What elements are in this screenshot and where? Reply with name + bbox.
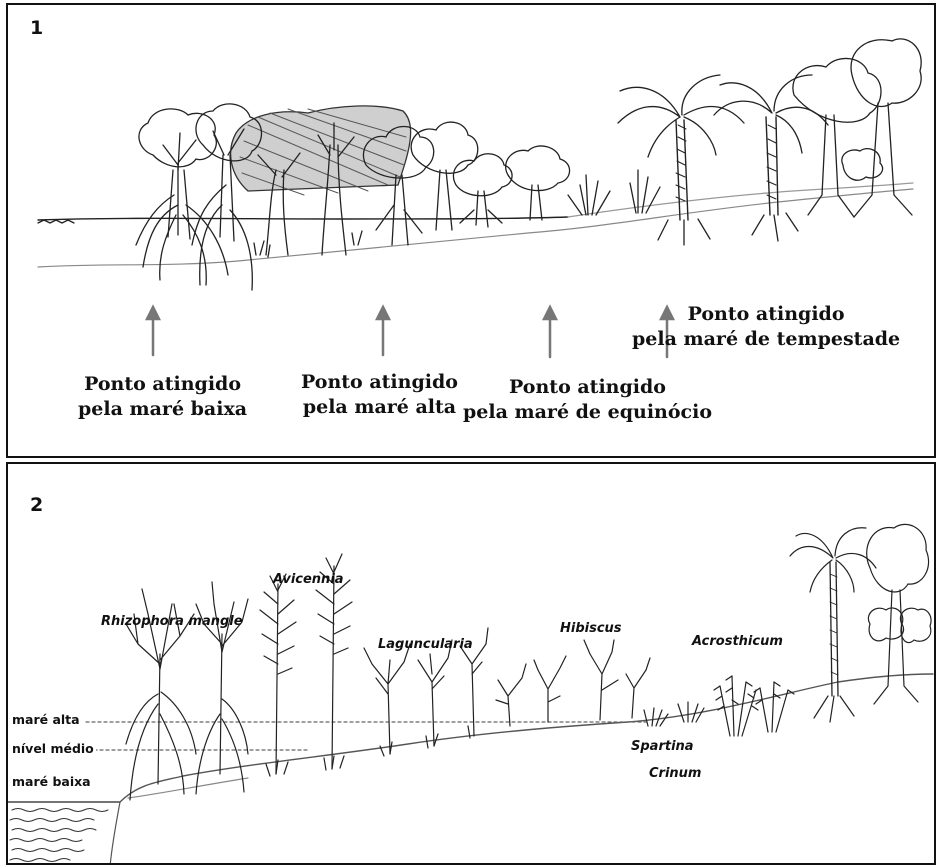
species-label-spartina: Spartina	[631, 739, 694, 754]
level-label-mean-level: nível médio	[12, 741, 96, 756]
panel-2-zonation: 2	[6, 462, 936, 865]
caption-storm-tide: Ponto atingido pela maré de tempestade	[632, 302, 900, 352]
species-label-hibiscus: Hibiscus	[560, 621, 622, 636]
species-label-acrosthicum: Acrosthicum	[692, 634, 783, 649]
species-label-crinum: Crinum	[649, 766, 701, 781]
caption-low-tide: Ponto atingido pela maré baixa	[78, 372, 247, 422]
level-label-high-tide: maré alta	[12, 712, 82, 727]
level-label-low-tide: maré baixa	[12, 774, 93, 789]
species-label-laguncularia: Laguncularia	[378, 637, 473, 652]
panel-2-illustration	[8, 464, 936, 865]
panel-1-tide-zones: 1	[6, 3, 936, 458]
caption-high-tide: Ponto atingido pela maré alta	[301, 370, 458, 420]
species-label-avicennia: Avicennia	[273, 572, 344, 587]
species-label-rhizophora: Rhizophora mangle	[101, 614, 243, 629]
caption-equinox-tide: Ponto atingido pela maré de equinócio	[463, 375, 712, 425]
